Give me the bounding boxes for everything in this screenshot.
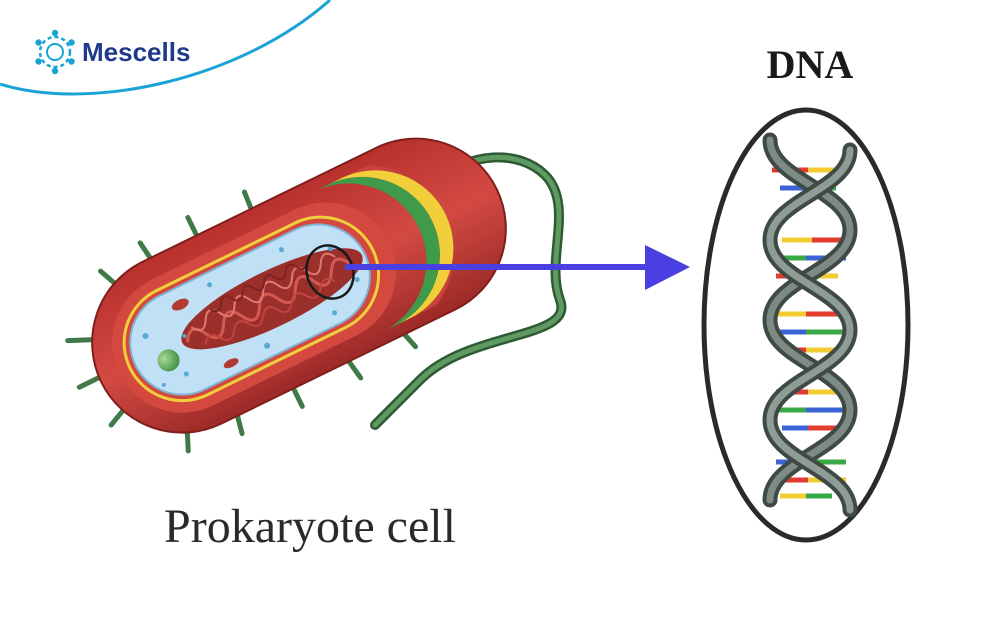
dna-double-helix (762, 132, 858, 518)
molecule-ring-icon (35, 29, 75, 75)
ribosome (157, 349, 180, 372)
brand-name: Mescells (82, 37, 190, 67)
plasmid (171, 298, 189, 311)
nucleoid (181, 248, 363, 350)
cell-label: Prokaryote cell (164, 500, 456, 553)
dna-enclosure (701, 107, 911, 543)
pointer-arrow (345, 245, 690, 290)
prokaryote-cell-illustration (65, 137, 567, 454)
brand-logo[interactable]: Mescells (35, 29, 190, 75)
dna-panel: DNA (701, 42, 911, 543)
header-swoosh (0, 0, 331, 96)
dna-label: DNA (767, 42, 854, 87)
